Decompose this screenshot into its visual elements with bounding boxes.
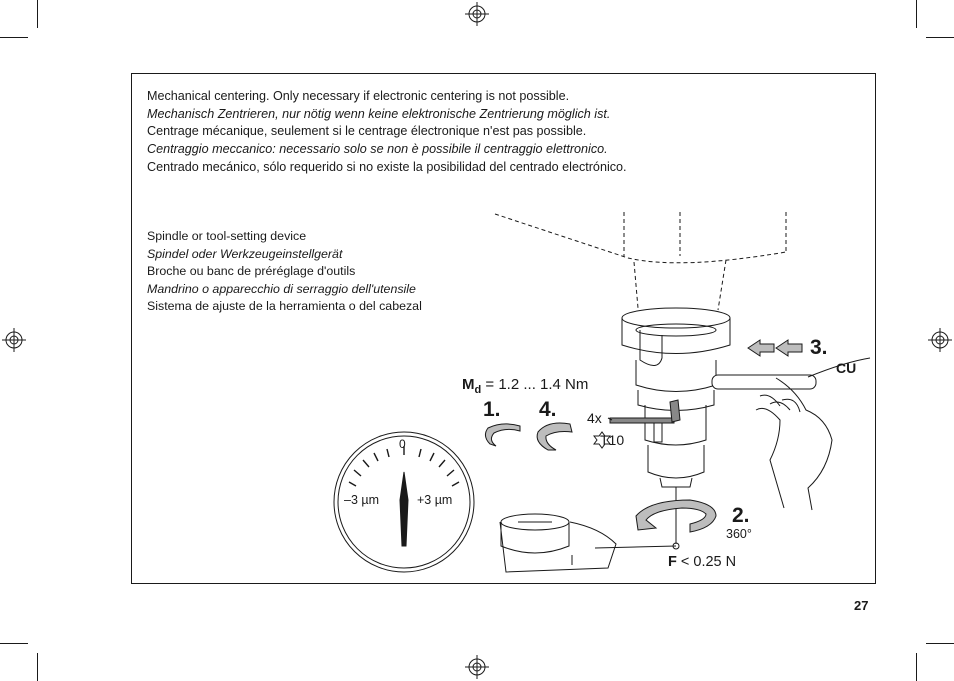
force-symbol: F [668,554,677,570]
content-frame [131,73,876,584]
gauge-minus-label: –3 µm [344,493,379,507]
intro-de: Mechanisch Zentrieren, nur nötig wenn ke… [147,106,611,121]
torque-label: Md = 1.2 ... 1.4 Nm [462,376,588,396]
torque-subscript: d [474,384,482,396]
legend-de: Spindel oder Werkzeugeinstellgerät [147,246,343,261]
screw-type-label: T10 [600,432,625,448]
crop-mark [37,0,38,28]
hex-wrench [609,399,681,424]
torx-icon [593,431,611,449]
rotation-arrow-step4 [536,422,573,451]
torque-symbol: M [462,376,475,393]
registration-mark-top [465,2,489,26]
step-2-label: 2. [732,504,750,527]
legend-en: Spindle or tool-setting device [147,229,307,243]
spindle-outline [494,212,787,311]
gauge-ticks [348,446,460,487]
crop-mark [0,37,28,38]
step-3-label: 3. [810,336,828,359]
torque-value: = 1.2 ... 1.4 Nm [485,376,589,393]
legend-fr: Broche ou banc de préréglage d'outils [147,264,356,278]
crop-mark [0,643,28,644]
centering-rod [711,357,871,390]
page-number: 27 [854,598,869,613]
intro-fr: Centrage mécanique, seulement si le cent… [147,124,587,139]
screw-count-label: 4x [587,410,602,426]
intro-it: Centraggio meccanico: necessario solo se… [147,142,608,157]
registration-mark-right [928,328,952,352]
dial-indicator-base [499,513,677,573]
crop-mark [916,0,917,28]
step-1-label: 1. [483,398,501,421]
crop-mark [926,643,954,644]
wrench-pointer [607,417,613,421]
crop-mark [37,653,38,681]
hand-drawing [755,377,833,511]
legend-it: Mandrino o apparecchio di serraggio dell… [147,281,416,296]
push-arrows-step3 [747,339,803,357]
intro-en: Mechanical centering. Only necessary if … [147,89,570,103]
rotation-arrow-step1 [484,423,521,447]
gauge-zero-label: 0 [399,437,406,451]
gauge-plus-label: +3 µm [417,493,453,507]
force-label: F < 0.25 N [668,554,736,570]
probe-holder [621,307,731,550]
force-value: < 0.25 N [680,554,737,570]
crop-mark [926,37,954,38]
registration-mark-left [2,328,26,352]
legend-es: Sistema de ajuste de la herramienta o de… [147,299,422,313]
cu-label: CU [836,360,857,376]
spindle-legend: Spindle or tool-setting device Spindel o… [147,228,422,316]
crop-mark [916,653,917,681]
registration-mark-bottom [465,655,489,679]
step-4-label: 4. [539,398,557,421]
intro-text: Mechanical centering. Only necessary if … [147,88,627,177]
rotation-arrow-step2 [635,499,717,533]
rotation-label: 360° [726,527,752,541]
intro-es: Centrado mecánico, sólo requerido si no … [147,159,627,174]
